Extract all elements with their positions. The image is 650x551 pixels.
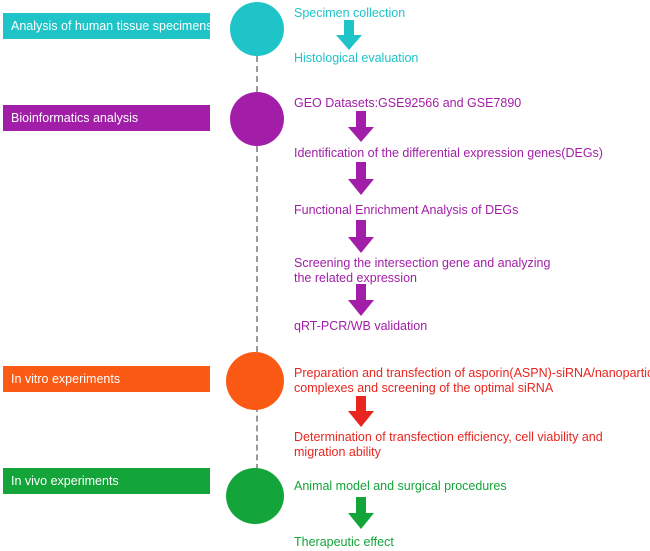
step-migration-ability: migration ability: [294, 445, 381, 459]
arrow-down-icon: [336, 20, 362, 50]
step-specimen-collection: Specimen collection: [294, 6, 406, 20]
step-screening-intersection-gene: Screening the intersection gene and anal…: [294, 256, 551, 270]
arrow-down-icon: [348, 284, 374, 316]
step-geo-datasets: GEO Datasets:GSE92566 and GSE7890: [294, 96, 522, 110]
arrow-down-icon: [348, 497, 374, 529]
timeline-dash-3: [256, 406, 258, 470]
step-identification-degs: Identification of the differential expre…: [294, 146, 603, 160]
step-histological-evaluation: Histological evaluation: [294, 51, 419, 65]
arrow-down-icon: [348, 396, 374, 427]
stage-label-tissue-specimens: Analysis of human tissue specimens: [3, 13, 212, 39]
stage-circle-in-vivo: [226, 468, 284, 524]
arrow-down-icon: [348, 220, 374, 253]
step-transfection-efficiency: Determination of transfection efficiency…: [294, 430, 603, 444]
step-optimal-sirna: complexes and screening of the optimal s…: [294, 381, 554, 395]
arrow-down-icon: [348, 162, 374, 195]
stage-circle-tissue-specimens: [230, 2, 284, 56]
step-therapeutic-effect: Therapeutic effect: [294, 535, 394, 549]
step-functional-enrichment: Functional Enrichment Analysis of DEGs: [294, 203, 519, 217]
step-animal-model: Animal model and surgical procedures: [294, 479, 507, 493]
stage-circle-bioinformatics: [230, 92, 284, 146]
step-qrt-pcr-wb-validation: qRT-PCR/WB validation: [294, 319, 428, 333]
stage-circle-in-vitro: [226, 352, 284, 410]
timeline-dash-2: [256, 146, 258, 352]
stage-label-in-vitro: In vitro experiments: [3, 366, 210, 392]
step-preparation-transfection: Preparation and transfection of asporin(…: [294, 366, 650, 380]
step-related-expression: the related expression: [294, 271, 417, 285]
timeline-dash-1: [256, 56, 258, 92]
arrow-down-icon: [348, 111, 374, 142]
stage-label-in-vivo: In vivo experiments: [3, 468, 210, 494]
stage-label-bioinformatics: Bioinformatics analysis: [3, 105, 210, 131]
